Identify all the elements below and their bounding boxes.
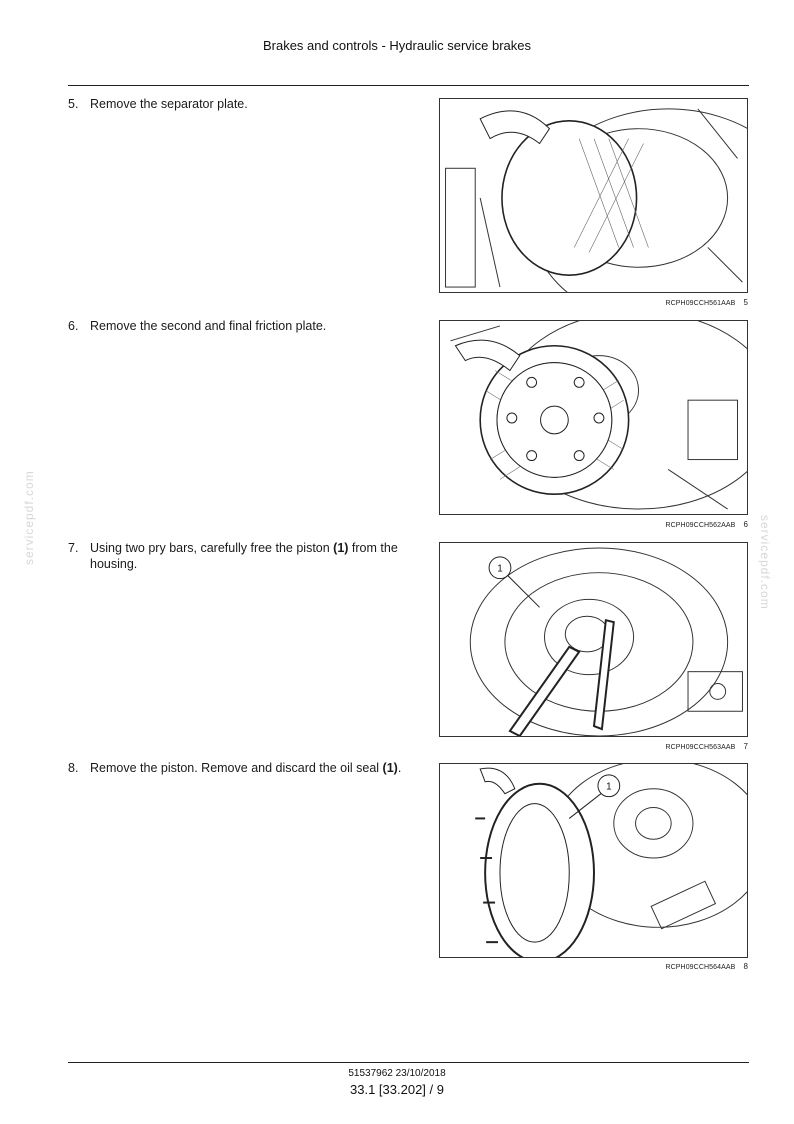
- figure-8-caption: RCPH09CCH564AAB 8: [439, 962, 748, 971]
- step-6: 6. Remove the second and final friction …: [68, 318, 413, 334]
- watermark-left: servicepdf.com: [22, 470, 36, 565]
- figure-5-separator-plate: [439, 98, 748, 293]
- figure-reference: RCPH09CCH563AAB: [665, 744, 736, 751]
- step-5: 5. Remove the separator plate.: [68, 96, 413, 112]
- figure-7-piston-removal: 1: [439, 542, 748, 737]
- step-text: Remove the separator plate.: [90, 97, 248, 111]
- svg-text:1: 1: [497, 564, 503, 575]
- callout-reference: (1): [333, 541, 349, 555]
- step-number: 7.: [68, 541, 79, 555]
- figure-6-illustration: [450, 321, 747, 510]
- callout-reference: (1): [382, 761, 398, 775]
- figure-number: 6: [743, 520, 748, 529]
- step-7: 7. Using two pry bars, carefully free th…: [68, 540, 413, 572]
- figure-7-illustration: 1: [469, 547, 743, 736]
- figure-reference: RCPH09CCH561AAB: [665, 300, 736, 307]
- step-text: Remove the second and final friction pla…: [90, 319, 327, 333]
- svg-text:1: 1: [606, 782, 612, 793]
- footer-document-id: 51537962 23/10/2018: [348, 1068, 446, 1079]
- figure-5-caption: RCPH09CCH561AAB 5: [439, 298, 748, 307]
- figure-8-illustration: 1: [475, 764, 747, 957]
- footer-page-number: 33.1 [33.202] / 9: [350, 1082, 444, 1097]
- figure-reference: RCPH09CCH562AAB: [665, 522, 736, 529]
- header-rule: [68, 85, 749, 86]
- callout-1: 1: [568, 774, 621, 819]
- step-8: 8. Remove the piston. Remove and discard…: [68, 760, 413, 776]
- figure-number: 5: [743, 298, 748, 307]
- watermark-right: servicepdf.com: [758, 515, 772, 610]
- figure-reference: RCPH09CCH564AAB: [665, 964, 736, 971]
- figure-6-caption: RCPH09CCH562AAB 6: [439, 520, 748, 529]
- figure-6-friction-plate: [439, 320, 748, 515]
- page-header-title: Brakes and controls - Hydraulic service …: [262, 38, 532, 53]
- step-text: Using two pry bars, carefully free the p…: [90, 541, 398, 571]
- step-number: 6.: [68, 319, 79, 333]
- figure-number: 8: [743, 962, 748, 971]
- callout-1: 1: [488, 556, 540, 608]
- figure-7-caption: RCPH09CCH563AAB 7: [439, 742, 748, 751]
- step-number: 5.: [68, 97, 79, 111]
- step-number: 8.: [68, 761, 79, 775]
- footer-rule: [68, 1062, 749, 1063]
- figure-5-illustration: [445, 108, 747, 292]
- figure-number: 7: [743, 742, 748, 751]
- figure-8-piston-oil-seal: 1: [439, 763, 748, 958]
- step-text: Remove the piston. Remove and discard th…: [90, 761, 402, 775]
